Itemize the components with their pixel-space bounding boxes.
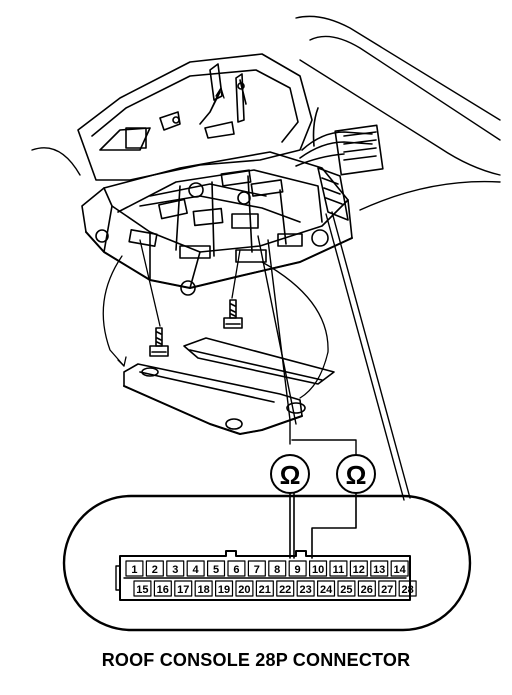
terminal-label-14: 14 <box>393 564 406 576</box>
mounting-screws <box>149 299 243 357</box>
terminal-label-25: 25 <box>340 584 352 596</box>
terminal-cell <box>133 580 152 597</box>
terminal-label-19: 19 <box>218 584 230 596</box>
terminal-label-13: 13 <box>373 564 385 576</box>
terminal-label-1: 1 <box>131 564 137 576</box>
terminal-label-20: 20 <box>238 584 250 596</box>
terminal-label-4: 4 <box>193 564 200 576</box>
terminal-cell <box>125 560 144 577</box>
terminal-cell <box>390 560 409 577</box>
terminal-cell <box>329 560 348 577</box>
screw-right <box>223 299 243 329</box>
terminal-cell <box>357 580 376 597</box>
terminal-cell <box>370 560 389 577</box>
lens-cover <box>123 337 335 435</box>
terminal-cell <box>186 560 205 577</box>
terminal-label-22: 22 <box>279 584 291 596</box>
terminal-label-21: 21 <box>259 584 271 596</box>
terminal-cell <box>255 580 274 597</box>
terminal-label-9: 9 <box>295 564 301 576</box>
terminal-label-12: 12 <box>353 564 365 576</box>
terminal-cell <box>174 580 193 597</box>
terminal-cell <box>166 560 185 577</box>
terminal-cell <box>215 580 234 597</box>
terminal-label-7: 7 <box>254 564 260 576</box>
terminal-label-17: 17 <box>177 584 189 596</box>
screw-left <box>149 327 169 357</box>
diagram-caption: ROOF CONSOLE 28P CONNECTOR <box>101 650 411 670</box>
terminal-cell <box>349 560 368 577</box>
terminal-cell <box>145 560 164 577</box>
terminal-label-10: 10 <box>312 564 324 576</box>
terminal-label-11: 11 <box>333 564 345 576</box>
ohm-symbol-1: Ω <box>280 460 301 490</box>
terminal-cell <box>317 580 336 597</box>
terminal-cell <box>288 560 307 577</box>
terminal-cell <box>247 560 266 577</box>
terminal-cell <box>378 580 397 597</box>
roof-console-body <box>81 151 353 296</box>
connector-housing <box>119 550 411 601</box>
terminal-cell <box>337 580 356 597</box>
ohm-symbol-2: Ω <box>346 460 367 490</box>
terminal-label-8: 8 <box>274 564 280 576</box>
terminal-label-16: 16 <box>157 584 169 596</box>
connector-key <box>115 565 121 591</box>
terminal-label-5: 5 <box>213 564 219 576</box>
terminal-cell <box>268 560 287 577</box>
terminal-cell <box>398 580 417 597</box>
terminal-label-3: 3 <box>172 564 178 576</box>
terminal-cell <box>227 560 246 577</box>
terminal-cell <box>309 560 328 577</box>
terminal-label-24: 24 <box>320 584 333 596</box>
terminal-cell <box>207 560 226 577</box>
terminal-cell <box>296 580 315 597</box>
assembly-arrows <box>102 87 329 399</box>
terminal-cell <box>194 580 213 597</box>
ohmmeters: Ω Ω <box>270 454 376 559</box>
roof-headliner <box>31 15 501 211</box>
terminal-cell <box>153 580 172 597</box>
terminal-label-6: 6 <box>233 564 239 576</box>
terminal-label-2: 2 <box>152 564 158 576</box>
terminal-label-28: 28 <box>401 584 413 596</box>
terminal-label-27: 27 <box>381 584 393 596</box>
terminal-label-23: 23 <box>299 584 311 596</box>
wire-harness <box>295 107 384 176</box>
mounting-bracket <box>77 53 313 181</box>
terminal-label-26: 26 <box>361 584 373 596</box>
terminal-cell <box>276 580 295 597</box>
connector-callout <box>62 494 472 632</box>
terminal-label-15: 15 <box>136 584 148 596</box>
terminal-label-18: 18 <box>197 584 209 596</box>
probe-leads <box>257 211 411 501</box>
terminal-cell <box>235 580 254 597</box>
